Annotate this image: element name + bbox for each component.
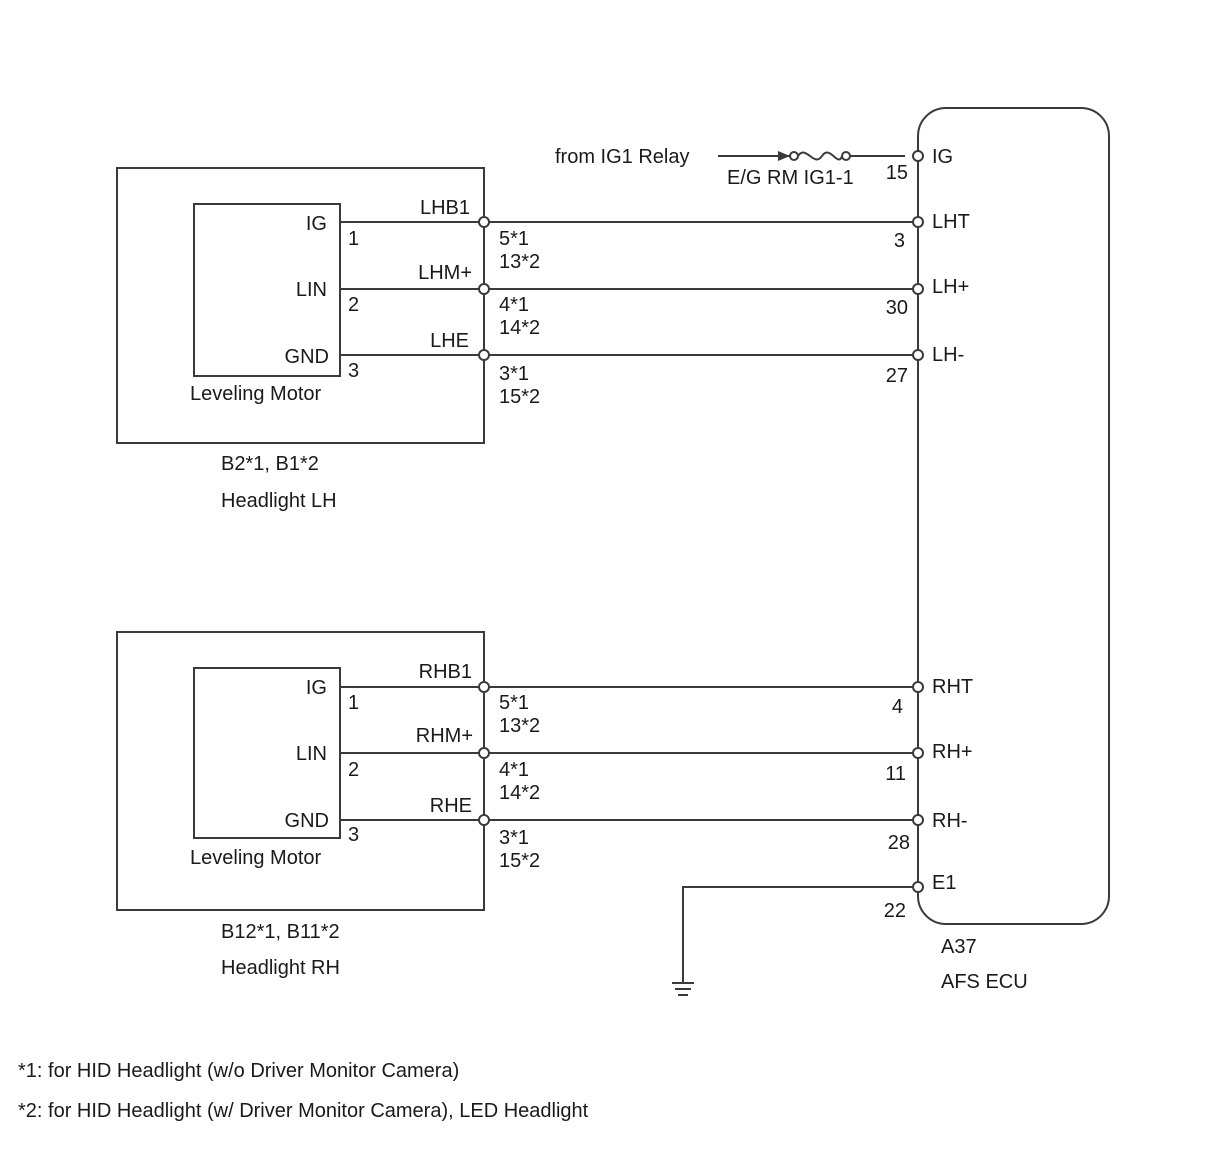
connector-pin: 13*2 (499, 715, 540, 737)
connector-pin: 3*1 (499, 827, 529, 849)
motor-terminal-label: GND (285, 810, 329, 832)
pin-label: RHT (932, 676, 973, 698)
headlight-lh: Leveling Motor B2*1, B1*2 Headlight LH I… (116, 167, 913, 512)
wire-label: LHE (430, 330, 469, 352)
power-source: from IG1 Relay (555, 146, 790, 168)
pin-number: 27 (886, 365, 908, 387)
ecu-pin-e1: E1 22 (884, 872, 957, 922)
headlight-lh-connector: B2*1, B1*2 (221, 453, 319, 475)
motor-terminal-label: IG (306, 677, 327, 699)
leveling-motor-lh-box (193, 203, 341, 377)
wire-label: LHM+ (418, 262, 472, 284)
pin-number: 15 (886, 162, 908, 184)
pin-number: 4 (892, 696, 903, 718)
ecu-pin-ig: IG 15 (886, 146, 953, 184)
pin-label: LHT (932, 211, 970, 233)
connector-pin: 3*1 (499, 363, 529, 385)
leveling-motor-rh-box (193, 667, 341, 839)
wire-label: RHE (430, 795, 472, 817)
headlight-rh: Leveling Motor B12*1, B11*2 Headlight RH… (116, 631, 913, 979)
headlight-rh-name: Headlight RH (221, 957, 340, 979)
connector-pin: 5*1 (499, 692, 529, 714)
pin-number: 11 (885, 763, 906, 785)
motor-terminal-label: GND (285, 346, 329, 368)
connector-pin: 13*2 (499, 251, 540, 273)
footnote-2: *2: for HID Headlight (w/ Driver Monitor… (18, 1100, 589, 1122)
motor-pin-number: 1 (348, 692, 359, 714)
ecu-pin-lh-plus: LH+ 30 (886, 276, 970, 319)
wire-label: RHB1 (419, 661, 472, 683)
ground-icon (672, 886, 913, 996)
pin-label: LH+ (932, 276, 969, 298)
connector-pin: 15*2 (499, 386, 540, 408)
motor-pin-number: 3 (348, 360, 359, 382)
motor-pin-number: 3 (348, 824, 359, 846)
fuse-label: E/G RM IG1-1 (727, 167, 854, 189)
headlight-rh-box (116, 631, 485, 911)
connector-pin: 4*1 (499, 294, 529, 316)
wire-label: RHM+ (416, 725, 473, 747)
motor-terminal-label: LIN (296, 279, 327, 301)
pin-label: RH+ (932, 741, 973, 763)
fuse-icon (789, 151, 918, 161)
pin-number: 22 (884, 900, 906, 922)
connector-pin: 14*2 (499, 317, 540, 339)
pin-number: 28 (888, 832, 910, 854)
ecu-name: AFS ECU (941, 971, 1028, 993)
motor-pin-number: 2 (348, 759, 359, 781)
ecu-pin-lh-minus: LH- 27 (886, 344, 964, 387)
wire-label: LHB1 (420, 197, 470, 219)
footnote-1: *1: for HID Headlight (w/o Driver Monito… (18, 1060, 459, 1082)
leveling-motor-rh-label: Leveling Motor (190, 847, 322, 869)
ecu-pin-rh-plus: RH+ 11 (885, 741, 972, 785)
connector-pin: 5*1 (499, 228, 529, 250)
headlight-lh-box (116, 167, 485, 444)
motor-terminal-label: IG (306, 213, 327, 235)
connector-pin: 14*2 (499, 782, 540, 804)
pin-label: IG (932, 146, 953, 168)
motor-terminal-label: LIN (296, 743, 327, 765)
ecu-pin-rht: RHT 4 (892, 676, 973, 718)
leveling-motor-lh-label: Leveling Motor (190, 383, 322, 405)
pin-number: 3 (894, 230, 905, 252)
ecu-pin-rh-minus: RH- 28 (888, 810, 968, 854)
arrow-icon (778, 151, 790, 161)
connector-pin: 4*1 (499, 759, 529, 781)
pin-label: LH- (932, 344, 964, 366)
pin-label: RH- (932, 810, 968, 832)
headlight-lh-name: Headlight LH (221, 490, 337, 512)
motor-pin-number: 2 (348, 294, 359, 316)
connector-pin: 15*2 (499, 850, 540, 872)
headlight-rh-connector: B12*1, B11*2 (221, 921, 340, 943)
pin-number: 30 (886, 297, 908, 319)
motor-pin-number: 1 (348, 228, 359, 250)
ecu-pin-lht: LHT 3 (894, 211, 970, 252)
ecu-id: A37 (941, 936, 977, 958)
pin-label: E1 (932, 872, 956, 894)
source-label: from IG1 Relay (555, 146, 689, 168)
